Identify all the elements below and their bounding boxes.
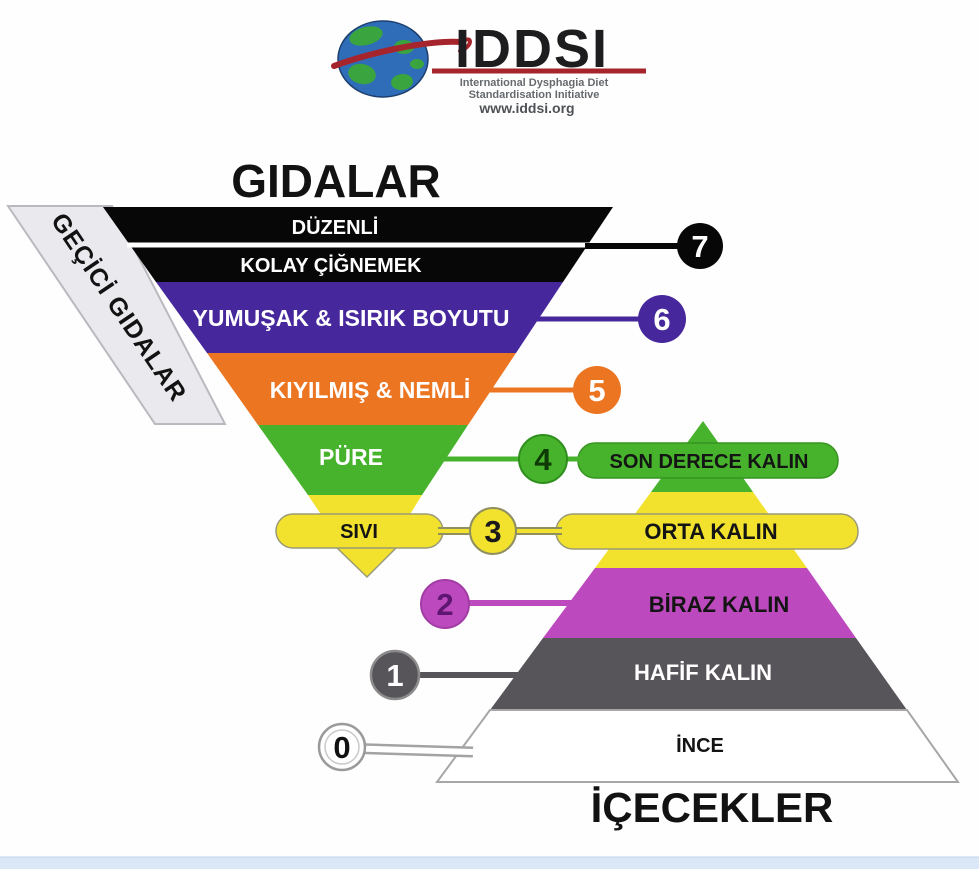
- level-3-drink-label: ORTA KALIN: [644, 519, 777, 544]
- iddsi-logo: IDDSI International Dysphagia Diet Stand…: [331, 19, 646, 116]
- foods-title: GIDALAR: [231, 155, 441, 207]
- bottom-strip: [0, 857, 979, 869]
- level-3-tip: [331, 543, 402, 579]
- level-5-badge: 5: [573, 366, 621, 414]
- level-2-badge-number: 2: [436, 587, 453, 622]
- level-3-food-label: SIVI: [340, 521, 378, 543]
- level-2-badge: 2: [420, 579, 470, 629]
- level-6-band: [156, 282, 563, 353]
- level-1-drink-band: [490, 638, 907, 710]
- level-5-food-label: KIYILMIŞ & NEMLİ: [270, 377, 471, 403]
- level-0-badge-number: 0: [333, 730, 350, 765]
- level-0-drink-band: [435, 709, 960, 783]
- level-6-food-label: YUMUŞAK & ISIRIK BOYUTU: [193, 305, 510, 331]
- logo-swoosh-hook: [458, 37, 472, 53]
- logo-website: www.iddsi.org: [478, 100, 574, 116]
- level-1-badge: 1: [369, 649, 421, 701]
- level-3-neck: [308, 495, 422, 516]
- level-5-band: [207, 353, 516, 425]
- level-3-badge-number: 3: [484, 514, 501, 549]
- level-7-badge-number: 7: [691, 229, 708, 264]
- level-2-drink-band: [543, 568, 856, 638]
- level-6-badge-number: 6: [653, 302, 670, 337]
- level-7-badge: 7: [677, 223, 723, 269]
- level-6-badge: 6: [638, 295, 686, 343]
- level-badges: 7 6 5 4 3 2 1 0: [317, 223, 723, 772]
- level-4-badge: 4: [518, 434, 568, 484]
- level-0-badge: 0: [317, 722, 367, 772]
- level-4-band: [258, 425, 468, 495]
- level-0-drink-label: İNCE: [676, 734, 724, 757]
- level-7-food-label2: KOLAY ÇİĞNEMEK: [240, 253, 422, 277]
- logo-swoosh: [331, 38, 465, 69]
- level-1-badge-number: 1: [386, 658, 403, 693]
- level-2-drink-label: BİRAZ KALIN: [649, 592, 790, 617]
- drinks-title: İÇECEKLER: [591, 784, 834, 831]
- logo-tagline-1: International Dysphagia Diet: [460, 77, 609, 89]
- food-pyramid: DÜZENLİ KOLAY ÇİĞNEMEK YUMUŞAK & ISIRIK …: [103, 207, 613, 579]
- level-4-drink-label: SON DERECE KALIN: [610, 451, 809, 473]
- level-3-badge: 3: [469, 507, 517, 555]
- level-7-food-label: DÜZENLİ: [292, 216, 379, 239]
- level-4-food-label: PÜRE: [319, 444, 383, 470]
- logo-tagline-2: Standardisation Initiative: [469, 89, 600, 101]
- level-1-drink-label: HAFİF KALIN: [634, 660, 772, 685]
- drink-pyramid: SON DERECE KALIN ORTA KALIN BİRAZ KALIN …: [435, 421, 960, 783]
- level-4-badge-number: 4: [534, 442, 552, 477]
- level-5-badge-number: 5: [588, 373, 605, 408]
